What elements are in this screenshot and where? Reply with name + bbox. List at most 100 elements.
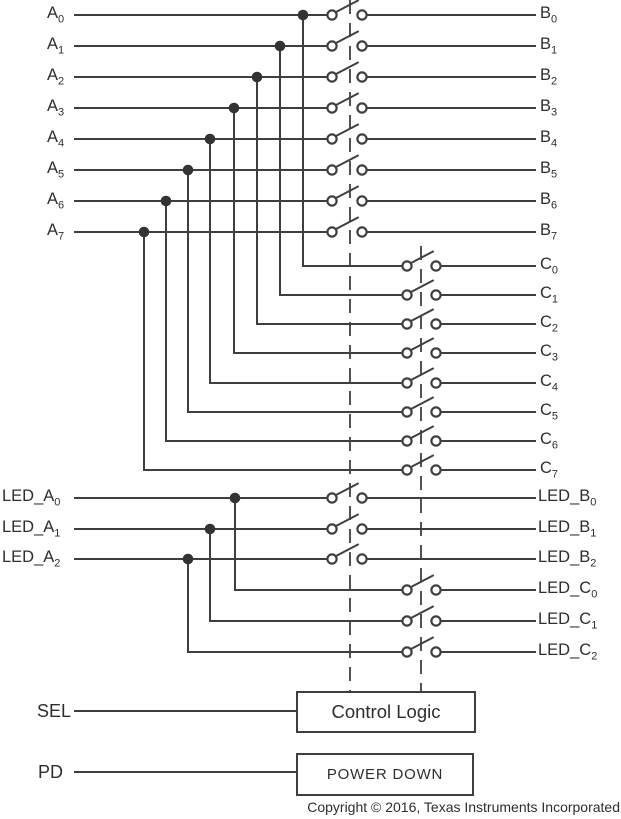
label-a4: A4	[47, 127, 65, 150]
label-a3: A3	[47, 96, 65, 119]
label-a1: A1	[47, 34, 65, 57]
label-b0: B0	[540, 3, 558, 26]
switch-a6-c6-lever	[410, 425, 434, 439]
switch-a0-b0-lever	[335, 0, 359, 13]
switch-a6-b6-lever	[335, 185, 359, 199]
wire-a5-to-c5	[187, 170, 403, 413]
label-led-b1: LED_B1	[538, 517, 597, 540]
switch-a7-c7-lever	[410, 454, 434, 468]
junction-dot-led-a2	[182, 553, 194, 565]
label-c3: C3	[540, 341, 559, 364]
switch-a4-c4-contact-left	[401, 377, 413, 389]
label-led-c1: LED_C1	[538, 609, 598, 632]
control-logic-label: Control Logic	[331, 701, 441, 722]
label-a2: A2	[47, 65, 65, 88]
label-b3: B3	[540, 96, 558, 119]
label-led-a2: LED_A2	[2, 547, 61, 570]
wire-a3-to-c3	[233, 108, 403, 354]
power-down-label: POWER DOWN	[326, 766, 444, 783]
label-led-b2: LED_B2	[538, 547, 597, 570]
switch-a5-b5-lever	[335, 154, 359, 168]
switch-led-a0-led-b0-lever	[335, 482, 359, 496]
switch-a0-c0-contact-left	[401, 260, 413, 272]
label-c0: C0	[540, 254, 559, 277]
switch-led-a2-led-c2-lever	[410, 636, 434, 650]
label-b4: B4	[540, 127, 558, 150]
switch-a0-b0-contact-left	[326, 9, 338, 21]
label-a5: A5	[47, 158, 65, 181]
label-sel: SEL	[37, 701, 72, 721]
switch-a1-b1-contact-left	[326, 40, 338, 52]
label-b2: B2	[540, 65, 558, 88]
switch-a1-c1-contact-left	[401, 289, 413, 301]
label-c5: C5	[540, 400, 559, 423]
switch-led-a2-led-b2-contact-left	[326, 553, 338, 565]
label-c6: C6	[540, 429, 559, 452]
label-led-b0: LED_B0	[538, 486, 597, 509]
switch-a4-c4-lever	[410, 367, 434, 381]
junction-dot-a7	[138, 226, 150, 238]
wire-led-a2-to-led-c2	[187, 559, 403, 653]
switch-led-a0-led-b0-contact-left	[326, 492, 338, 504]
switch-a5-b5-contact-left	[326, 164, 338, 176]
switch-a0-c0-lever	[410, 250, 434, 264]
switch-a3-b3-lever	[335, 92, 359, 106]
label-led-c2: LED_C2	[538, 640, 598, 663]
junction-dot-a5	[182, 164, 194, 176]
label-b6: B6	[540, 189, 558, 212]
switch-a7-b7-lever	[335, 216, 359, 230]
switch-led-a1-led-b1-lever	[335, 513, 359, 527]
junction-dot-led-a1	[204, 523, 216, 535]
label-b7: B7	[540, 220, 558, 243]
switch-a5-c5-lever	[410, 396, 434, 410]
label-led-a1: LED_A1	[2, 517, 61, 540]
label-c7: C7	[540, 458, 559, 481]
junction-dot-a6	[160, 195, 172, 207]
switch-led-a2-led-c2-contact-left	[401, 646, 413, 658]
switch-a2-b2-contact-left	[326, 71, 338, 83]
switch-a2-c2-contact-left	[401, 318, 413, 330]
label-led-c0: LED_C0	[538, 578, 598, 601]
label-c2: C2	[540, 312, 559, 335]
junction-dot-a0	[297, 9, 309, 21]
wire-a0-to-c0	[302, 15, 403, 267]
copyright-note: Copyright © 2016, Texas Instruments Inco…	[307, 799, 620, 815]
switch-a7-c7-contact-left	[401, 464, 413, 476]
label-led-a0: LED_A0	[2, 486, 61, 509]
switch-a3-b3-contact-left	[326, 102, 338, 114]
junction-dot-a2	[251, 71, 263, 83]
wire-a1-to-c1	[279, 46, 403, 296]
switch-led-a0-led-c0-lever	[410, 574, 434, 588]
switch-a2-c2-lever	[410, 308, 434, 322]
switch-a3-c3-contact-left	[401, 347, 413, 359]
switch-led-a1-led-c1-contact-left	[401, 615, 413, 627]
wire-a2-to-c2	[256, 77, 403, 325]
label-pd: PD	[38, 762, 64, 782]
label-a7: A7	[47, 220, 65, 243]
switch-a7-b7-contact-left	[326, 226, 338, 238]
switch-led-a1-led-c1-lever	[410, 605, 434, 619]
switch-a3-c3-lever	[410, 337, 434, 351]
wire-a7-to-c7	[143, 232, 403, 471]
label-a0: A0	[47, 3, 65, 26]
wire-a6-to-c6	[165, 201, 403, 442]
switch-a2-b2-lever	[335, 61, 359, 75]
label-c4: C4	[540, 371, 559, 394]
switch-a1-c1-lever	[410, 279, 434, 293]
junction-dot-a4	[204, 133, 216, 145]
junction-dot-led-a0	[229, 492, 241, 504]
label-b5: B5	[540, 158, 558, 181]
switch-led-a1-led-b1-contact-left	[326, 523, 338, 535]
switch-a4-b4-contact-left	[326, 133, 338, 145]
switch-a6-c6-contact-left	[401, 435, 413, 447]
wire-a4-to-c4	[209, 139, 403, 384]
switch-led-a0-led-c0-contact-left	[401, 584, 413, 596]
label-a6: A6	[47, 189, 65, 212]
switch-a4-b4-lever	[335, 123, 359, 137]
switch-a5-c5-contact-left	[401, 406, 413, 418]
control-logic-box	[296, 691, 476, 733]
switch-a1-b1-lever	[335, 30, 359, 44]
